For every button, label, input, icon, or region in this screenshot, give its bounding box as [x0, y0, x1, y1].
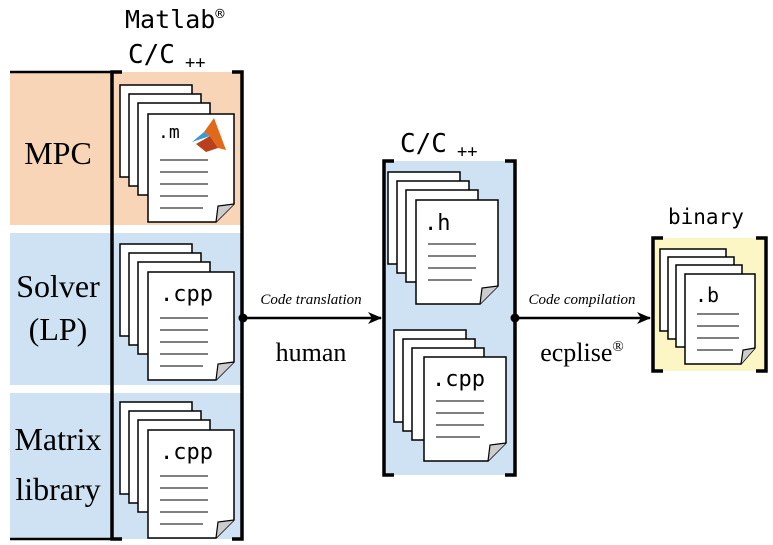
file-extension-label: .cpp [432, 367, 485, 392]
matlab-logo-icon [192, 118, 226, 152]
file-icon [147, 429, 235, 539]
mpc-file-stack: .m [119, 84, 235, 223]
lp-label: (LP) [29, 311, 88, 347]
file-extension-label: .b [695, 283, 719, 307]
mpc-label: MPC [24, 135, 92, 171]
middle-header-cpp: C/C++ [400, 129, 477, 162]
binary-group-bracket [651, 236, 768, 373]
cpp-file-stack: .cpp [393, 329, 507, 462]
left-group-bracket [110, 70, 244, 541]
human-label: human [276, 338, 347, 367]
left-header-matlab: Matlab® [125, 5, 225, 34]
file-extension-label: .cpp [160, 282, 213, 307]
binary-header: binary [668, 205, 744, 229]
file-icon [415, 199, 499, 305]
solver-file-stack: .cpp [119, 243, 235, 381]
code-compilation-caption: Code compilation [528, 292, 635, 308]
left-header-cpp: C/C++ [128, 40, 205, 73]
b-file-stack: .b [659, 248, 756, 365]
matrix-file-stack: .cpp [119, 401, 235, 539]
file-extension-label: .cpp [160, 440, 213, 465]
h-file-stack: .h [387, 171, 499, 305]
code-translation-caption: Code translation [260, 292, 361, 308]
solver-label: Solver [16, 268, 100, 304]
file-extension-label: .h [424, 211, 451, 236]
code-compilation-arrow [510, 312, 651, 324]
code-translation-arrow [238, 312, 382, 324]
matrix-label: Matrix [14, 421, 101, 457]
file-icon [147, 271, 235, 381]
file-icon [423, 356, 507, 462]
file-extension-label: .m [158, 122, 180, 143]
file-icon [684, 273, 756, 365]
eclipse-label: ecplise® [540, 338, 624, 367]
library-label: library [15, 471, 100, 507]
